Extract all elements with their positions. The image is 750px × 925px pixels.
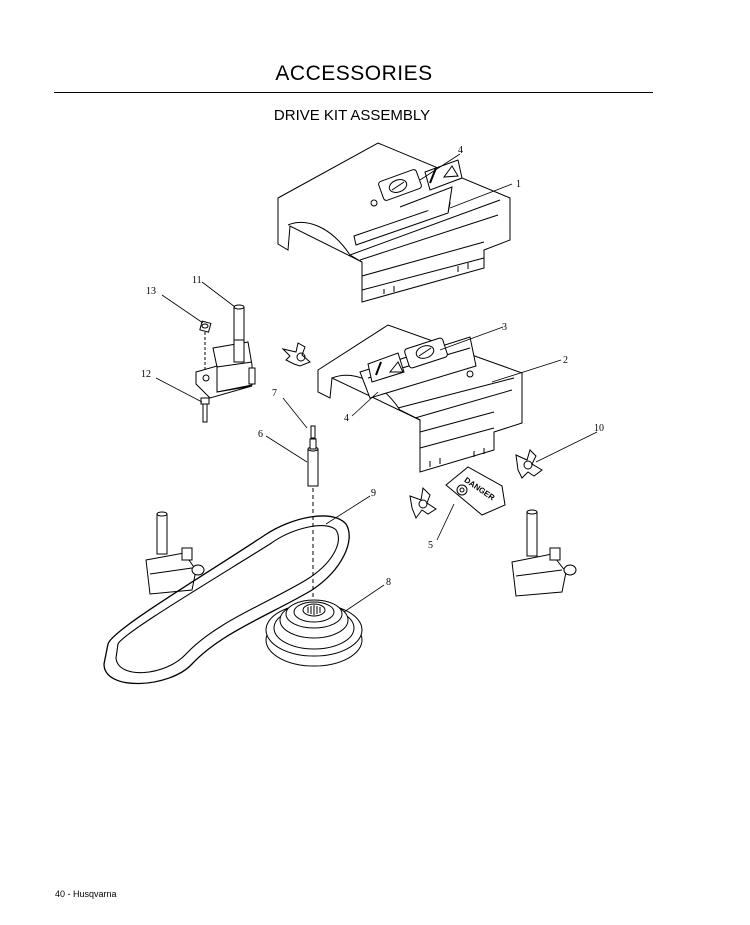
callout-6: 6 [258,429,263,440]
upper-bracket [195,304,256,423]
lower-cover [317,324,523,473]
danger-decal: DANGER [445,466,506,516]
callout-numbers: 1 2 3 4 4 5 6 7 8 9 10 11 12 13 [141,145,604,588]
callout-7: 7 [272,388,277,399]
title-rule [54,92,653,93]
left-lower-bracket [145,511,205,595]
callout-2: 2 [563,355,568,366]
right-lower-bracket [511,509,577,597]
callout-9: 9 [371,488,376,499]
callout-3: 3 [502,322,507,333]
page-subtitle: DRIVE KIT ASSEMBLY [273,107,431,124]
callout-11: 11 [192,275,202,286]
callout-10: 10 [594,423,604,434]
callout-4-upper: 4 [458,145,463,156]
page-footer: 40 - Husqvarna [55,889,117,899]
drive-belt [103,515,350,685]
callout-13: 13 [146,286,156,297]
callout-4-lower: 4 [344,413,349,424]
drive-pulley [265,599,363,667]
leader-lines [155,153,598,613]
callout-8: 8 [386,577,391,588]
upper-cover [277,142,511,303]
drive-shaft [307,425,319,602]
callout-1: 1 [516,179,521,190]
wing-knobs [281,342,543,520]
callout-12: 12 [141,369,151,380]
callout-5: 5 [428,540,433,551]
page-title: ACCESSORIES [275,62,433,85]
